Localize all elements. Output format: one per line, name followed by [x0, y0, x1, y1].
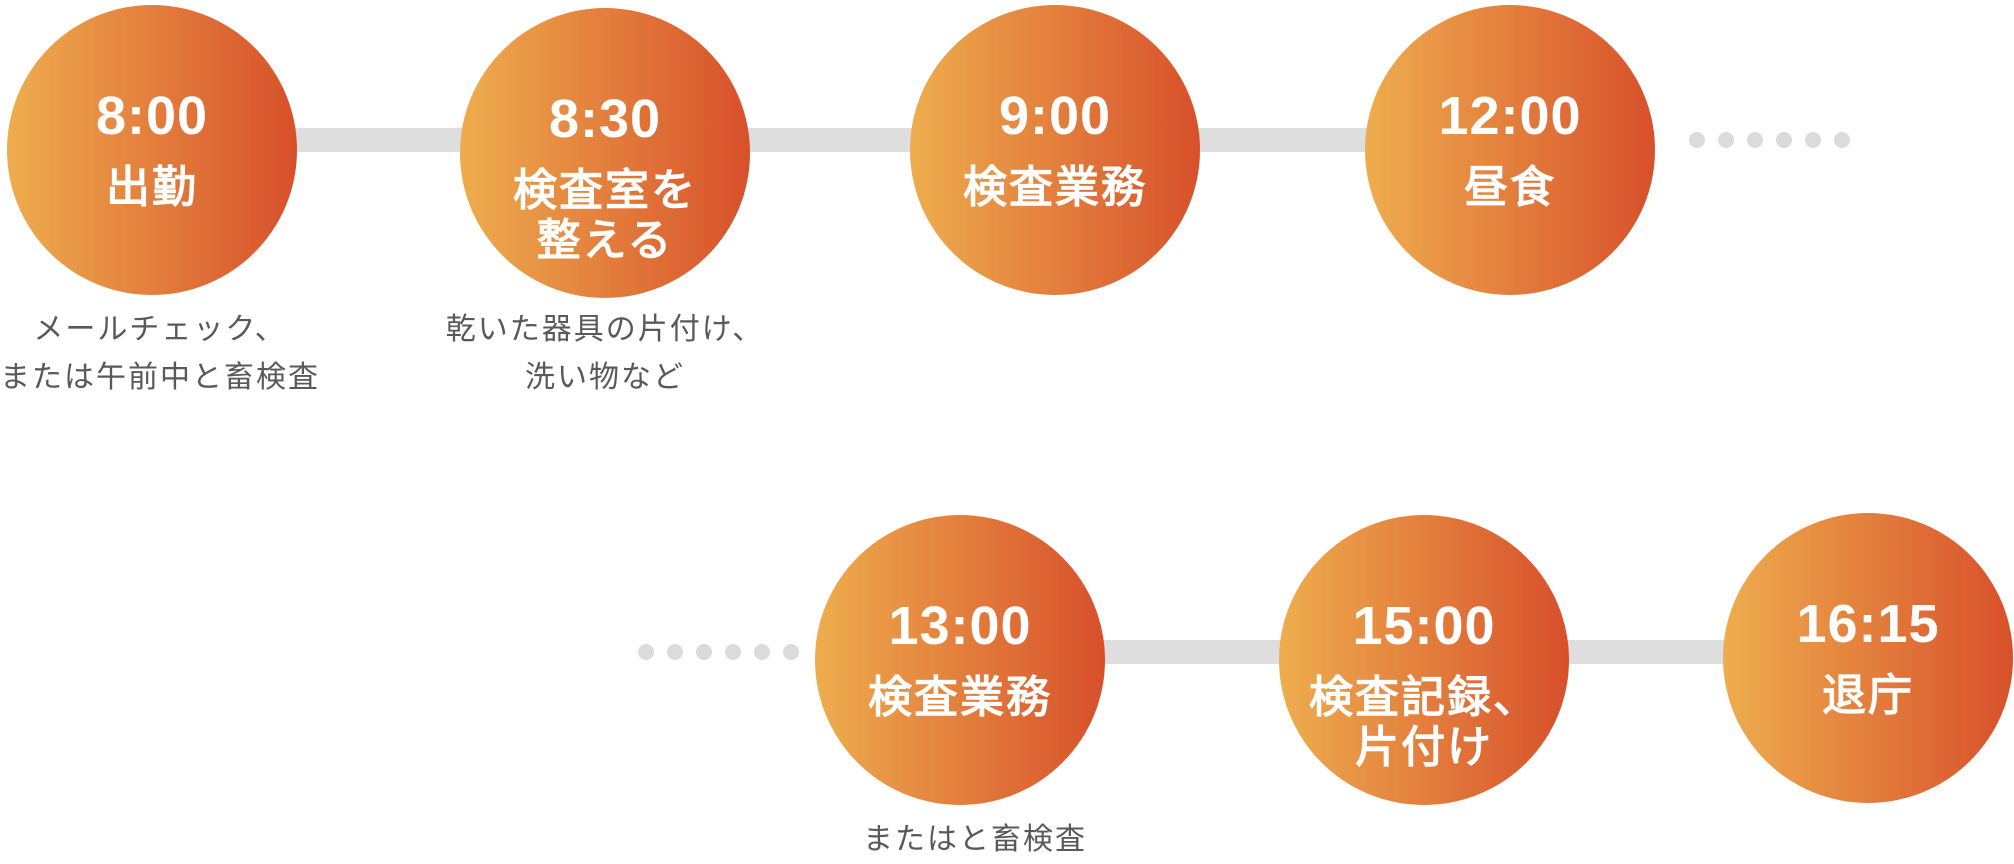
step-circle-1200: 12:00 昼食	[1365, 5, 1655, 295]
separator-dot	[783, 644, 799, 660]
caption-line: 洗い物など	[525, 361, 685, 394]
caption-line: 乾いた器具の片付け、	[445, 313, 765, 346]
step-label: 検査業務	[868, 673, 1052, 723]
step-label-line: 出勤	[106, 163, 198, 212]
step-time: 8:30	[548, 89, 662, 149]
step-label-line: 昼食	[1464, 163, 1556, 212]
step-time: 12:00	[1438, 86, 1582, 146]
step-label-line: 退庁	[1822, 671, 1914, 720]
caption-line: またはと畜検査	[863, 823, 1087, 856]
step-label-line: 検査室を	[513, 166, 697, 215]
step-caption-1300: またはと畜検査	[765, 816, 1185, 864]
connector-line-top	[152, 128, 1510, 152]
step-label-line: 検査業務	[963, 163, 1147, 212]
caption-line: メールチェック、	[33, 313, 287, 346]
step-label: 検査業務	[963, 163, 1147, 213]
separator-dot	[754, 644, 770, 660]
step-circle-1300: 13:00 検査業務	[815, 515, 1105, 805]
separator-dot	[696, 644, 712, 660]
step-label: 退庁	[1822, 671, 1914, 721]
step-label-line: 検査記録、	[1309, 673, 1539, 722]
step-caption-0800: メールチェック、 または午前中と畜検査	[0, 306, 370, 402]
dots-separator-bottom	[638, 644, 799, 660]
step-label-line: 整える	[536, 216, 674, 265]
step-label: 昼食	[1464, 163, 1556, 213]
step-time: 9:00	[998, 86, 1112, 146]
separator-dot	[1834, 132, 1850, 148]
step-label: 検査室を 整える	[513, 166, 697, 266]
separator-dot	[1718, 132, 1734, 148]
step-circle-0900: 9:00 検査業務	[910, 5, 1200, 295]
separator-dot	[1747, 132, 1763, 148]
separator-dot	[1805, 132, 1821, 148]
step-time: 13:00	[888, 596, 1032, 656]
step-label: 出勤	[106, 163, 198, 213]
step-circle-1500: 15:00 検査記録、 片付け	[1279, 515, 1569, 805]
separator-dot	[725, 644, 741, 660]
caption-line: または午前中と畜検査	[0, 361, 320, 394]
step-label-line: 検査業務	[868, 673, 1052, 722]
separator-dot	[638, 644, 654, 660]
separator-dot	[1689, 132, 1705, 148]
step-time: 16:15	[1796, 594, 1940, 654]
separator-dot	[1776, 132, 1792, 148]
separator-dot	[667, 644, 683, 660]
step-label-line: 片付け	[1355, 723, 1493, 772]
step-label: 検査記録、 片付け	[1309, 673, 1539, 773]
step-caption-0830: 乾いた器具の片付け、 洗い物など	[395, 306, 815, 402]
step-circle-0800: 8:00 出勤	[7, 5, 297, 295]
step-circle-1615: 16:15 退庁	[1723, 513, 2013, 803]
dots-separator-top	[1689, 132, 1850, 148]
step-time: 15:00	[1352, 596, 1496, 656]
step-circle-0830: 8:30 検査室を 整える	[460, 8, 750, 298]
step-time: 8:00	[95, 86, 209, 146]
